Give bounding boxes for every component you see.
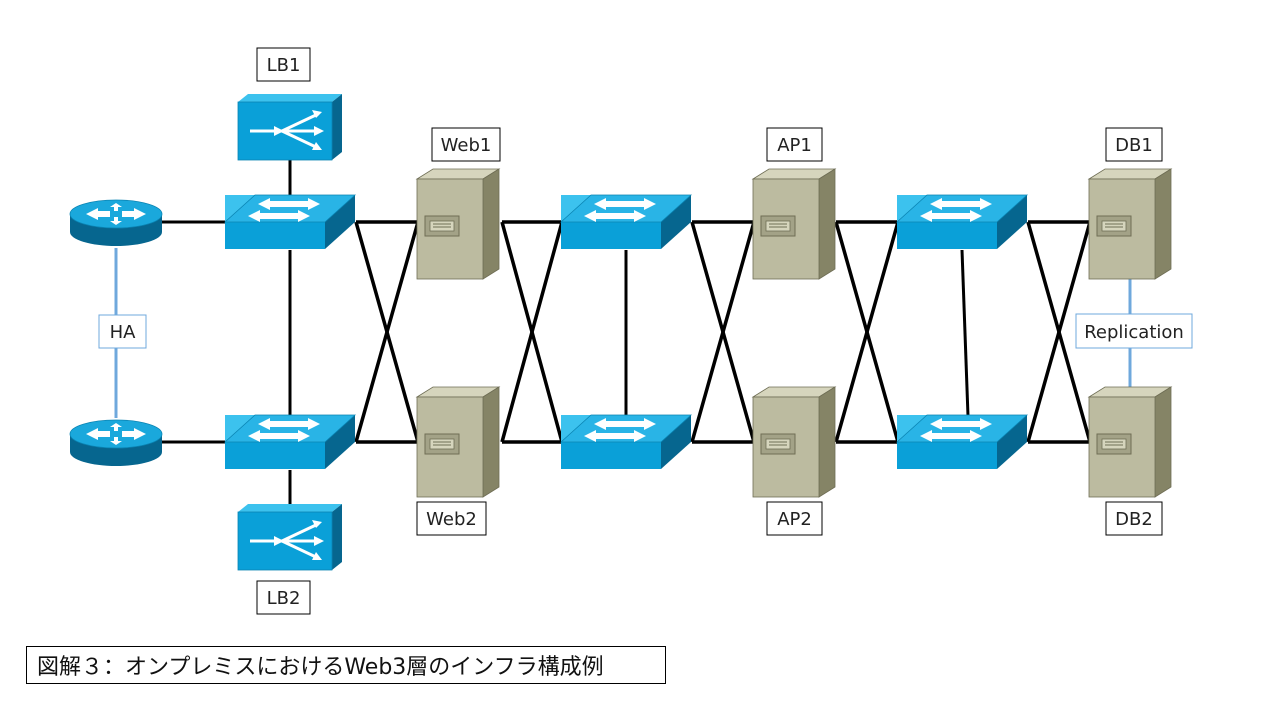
label-ha-text: HA bbox=[110, 322, 137, 343]
load-balancer-1 bbox=[236, 92, 344, 162]
figure-caption: 図解３：オンプレミスにおけるWeb3層のインフラ構成例 bbox=[26, 646, 666, 684]
label-web1: Web1 bbox=[431, 127, 501, 162]
server-db2 bbox=[1088, 386, 1172, 498]
label-ap1: AP1 bbox=[766, 127, 823, 162]
label-db2: DB2 bbox=[1105, 501, 1163, 536]
figure-caption-text: 図解３：オンプレミスにおけるWeb3層のインフラ構成例 bbox=[37, 655, 604, 680]
switch-lb-top bbox=[224, 194, 356, 250]
label-db2-text: DB2 bbox=[1115, 509, 1153, 530]
label-db1: DB1 bbox=[1105, 127, 1163, 162]
network-devices bbox=[69, 92, 1172, 572]
switch-interconnect bbox=[960, 249, 970, 417]
label-ap1-text: AP1 bbox=[777, 135, 812, 156]
label-lb1: LB1 bbox=[256, 47, 311, 82]
server-db1 bbox=[1088, 168, 1172, 280]
db-cross-link bbox=[1026, 221, 1092, 443]
label-ha: HA bbox=[98, 314, 147, 349]
router-top bbox=[69, 199, 163, 247]
switch-db-top bbox=[896, 194, 1028, 250]
network-links bbox=[114, 160, 1132, 504]
label-web2-text: Web2 bbox=[426, 509, 477, 530]
label-lb2: LB2 bbox=[256, 580, 311, 615]
router-bottom bbox=[69, 419, 163, 467]
server-web2 bbox=[416, 386, 500, 498]
switch-db-bottom bbox=[896, 414, 1028, 470]
ap-cross-link bbox=[690, 221, 756, 443]
label-lb1-text: LB1 bbox=[267, 55, 301, 76]
web-cross-link bbox=[500, 221, 564, 443]
server-web1 bbox=[416, 168, 500, 280]
label-web1-text: Web1 bbox=[441, 135, 492, 156]
label-db1-text: DB1 bbox=[1115, 135, 1153, 156]
server-ap2 bbox=[752, 386, 836, 498]
label-ap2: AP2 bbox=[766, 501, 823, 536]
switch-app-bottom bbox=[560, 414, 692, 470]
load-balancer-2 bbox=[236, 502, 344, 572]
switch-lb-bottom bbox=[224, 414, 356, 470]
switch-app-top bbox=[560, 194, 692, 250]
label-lb2-text: LB2 bbox=[267, 588, 301, 609]
label-ap2-text: AP2 bbox=[777, 509, 812, 530]
device-labels: LB1 LB2 Web1 Web2 AP1 AP2 DB1 DB2 bbox=[98, 47, 1193, 615]
server-ap1 bbox=[752, 168, 836, 280]
label-replication-text: Replication bbox=[1084, 322, 1184, 343]
label-web2: Web2 bbox=[416, 501, 487, 536]
label-replication: Replication bbox=[1075, 313, 1193, 349]
ap-cross-link bbox=[834, 221, 900, 443]
web-cross-link bbox=[354, 221, 420, 443]
